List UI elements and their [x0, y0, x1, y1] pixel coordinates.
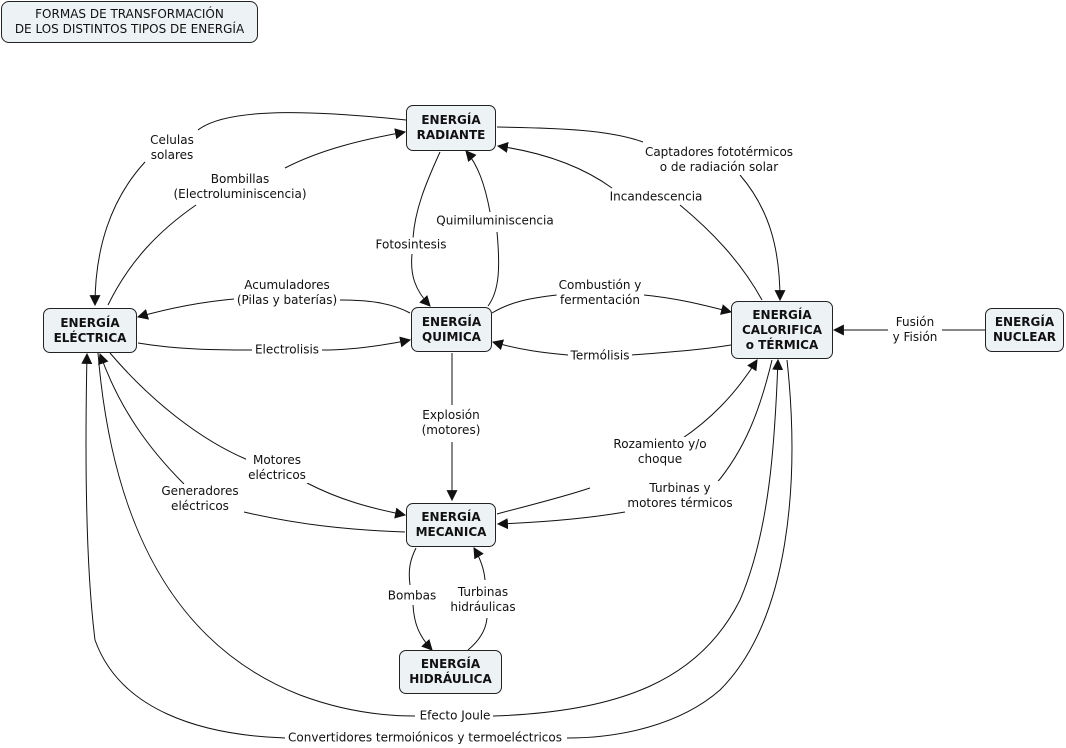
label-efecto-joule: Efecto Joule — [417, 708, 493, 724]
link-celulas-solares — [197, 112, 407, 131]
label-rozamiento: Rozamiento y/o choque — [611, 437, 709, 467]
label-motores-electricos: Motores eléctricos — [246, 453, 308, 483]
label-turbinas-termicas: Turbinas y motores térmicos — [625, 481, 735, 511]
link-motores-electricos — [109, 352, 249, 461]
label-captadores: Captadores fototérmicos o de radiación s… — [642, 145, 796, 175]
link-turbinas-termicas — [714, 359, 773, 486]
link-fotosintesis-arrow — [411, 253, 431, 307]
link-convertidores-arrow — [81, 352, 286, 739]
link-termolisis-arrow — [491, 339, 569, 356]
link-captadores-arrow — [739, 174, 786, 302]
label-bombillas: Bombillas (Electroluminiscencia) — [171, 172, 309, 202]
label-fusion: Fusión y Fisión — [890, 315, 940, 345]
label-fotosintesis: Fotosintesis — [373, 237, 449, 253]
label-electrolisis: Electrolisis — [252, 342, 322, 358]
node-energia-termica[interactable]: ENERGÍA CALORIFICA o TÉRMICA — [731, 301, 833, 359]
map-title: FORMAS DE TRANSFORMACIÓN DE LOS DISTINTO… — [1, 1, 258, 43]
link-generadores — [243, 511, 406, 533]
link-electrolisis-arrow — [321, 336, 412, 351]
node-energia-radiante[interactable]: ENERGÍA RADIANTE — [406, 105, 496, 151]
link-acumuladores — [339, 299, 411, 314]
link-quimiluminiscencia-arrow — [465, 150, 491, 213]
link-motores-electricos-arrow — [306, 482, 407, 519]
link-combustion — [491, 294, 558, 314]
link-acumuladores-arrow — [136, 298, 235, 320]
label-incandescencia: Incandescencia — [607, 189, 705, 205]
link-generadores-arrow — [98, 352, 185, 485]
link-incandescencia — [679, 204, 763, 301]
label-generadores: Generadores eléctricos — [159, 484, 241, 514]
link-captadores — [496, 126, 644, 143]
link-incandescencia-arrow — [496, 141, 613, 189]
label-explosion: Explosión (motores) — [419, 408, 483, 438]
link-bombas-arrow — [412, 604, 433, 651]
label-termolisis: Termólisis — [568, 348, 632, 364]
label-convertidores: Convertidores termoiónicos y termoeléctr… — [286, 730, 564, 746]
link-bombas — [408, 547, 417, 586]
label-celulas-solares: Celulas solares — [148, 133, 196, 163]
link-rozamiento-arrow — [679, 359, 758, 441]
link-celulas-solares-arrow — [89, 161, 146, 307]
link-termolisis — [631, 344, 732, 356]
link-efecto-joule — [97, 352, 416, 717]
link-fotosintesis — [412, 151, 441, 239]
link-efecto-joule-arrow — [492, 358, 784, 717]
link-quimiluminiscencia — [487, 231, 500, 307]
label-turbinas-hidraulicas: Turbinas hidráulicas — [448, 585, 518, 615]
node-energia-electrica[interactable]: ENERGÍA ELÉCTRICA — [43, 308, 137, 353]
link-electrolisis — [137, 342, 253, 351]
link-turbinas-hidraulicas-arrow — [473, 547, 486, 581]
link-rozamiento — [496, 487, 591, 515]
label-combustion: Combustión y fermentación — [556, 278, 644, 308]
label-acumuladores: Acumuladores (Pilas y baterías) — [234, 278, 340, 308]
link-combustion-arrow — [643, 294, 733, 315]
link-bombillas-arrow — [284, 128, 407, 169]
link-turbinas-termicas-arrow — [496, 511, 626, 530]
link-bombillas — [107, 204, 197, 306]
label-quimiluminiscencia: Quimiluminiscencia — [434, 213, 556, 229]
node-energia-mecanica[interactable]: ENERGÍA MECANICA — [406, 503, 496, 547]
node-energia-hidraulica[interactable]: ENERGÍA HIDRÁULICA — [399, 650, 502, 694]
node-energia-quimica[interactable]: ENERGÍA QUIMICA — [411, 307, 492, 352]
node-energia-nuclear[interactable]: ENERGÍA NUCLEAR — [985, 308, 1064, 352]
label-bombas: Bombas — [385, 588, 439, 604]
link-turbinas-hidraulicas — [467, 617, 488, 651]
link-convertidores — [566, 359, 793, 739]
